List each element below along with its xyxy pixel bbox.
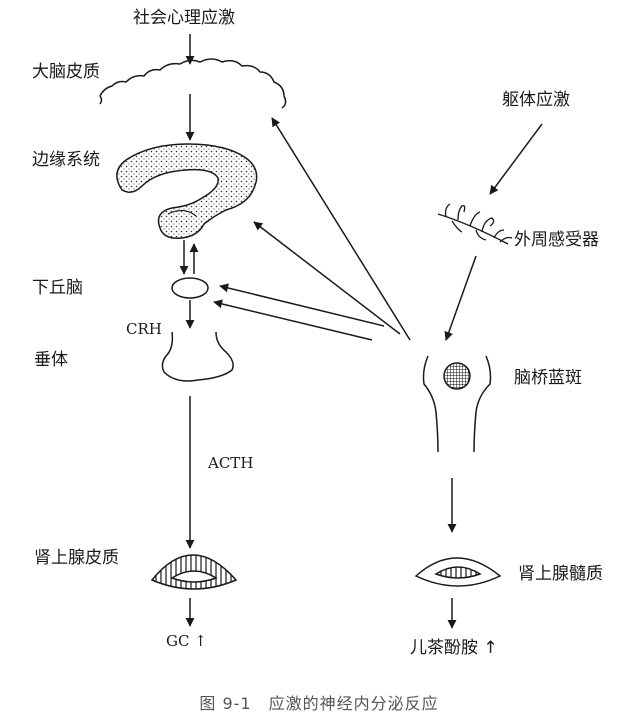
label-peripheral-receptor: 外周感受器 bbox=[514, 230, 599, 250]
adrenal-medulla-shape bbox=[414, 557, 502, 587]
cortex-shape bbox=[99, 58, 287, 109]
label-adrenal-medulla: 肾上腺髓质 bbox=[518, 564, 603, 584]
label-social-stress: 社会心理应激 bbox=[133, 8, 235, 28]
label-adrenal-cortex: 肾上腺皮质 bbox=[34, 548, 119, 568]
arrows bbox=[179, 34, 543, 629]
label-catecholamine: 儿茶酚胺 ↑ bbox=[410, 638, 498, 658]
figure-caption: 图 9-1 应激的神经内分泌反应 bbox=[199, 694, 439, 713]
label-gc: GC ↑ bbox=[166, 632, 207, 650]
label-pituitary: 垂体 bbox=[34, 350, 68, 370]
locus-coeruleus-shape bbox=[422, 355, 492, 453]
adrenal-cortex-shape bbox=[150, 554, 238, 590]
hypothalamus-shape bbox=[171, 277, 209, 299]
label-locus-coeruleus: 脑桥蓝斑 bbox=[514, 368, 582, 388]
pituitary-shape bbox=[161, 331, 234, 382]
label-cortex: 大脑皮质 bbox=[32, 62, 100, 82]
label-crh: CRH bbox=[126, 320, 162, 338]
label-somatic-stress: 躯体应激 bbox=[502, 90, 570, 110]
label-limbic-system: 边缘系统 bbox=[32, 150, 100, 170]
limbic-system-shape bbox=[116, 143, 258, 240]
peripheral-receptor-shape bbox=[437, 203, 513, 245]
label-acth: ACTH bbox=[208, 454, 254, 472]
label-hypothalamus: 下丘脑 bbox=[32, 278, 83, 298]
